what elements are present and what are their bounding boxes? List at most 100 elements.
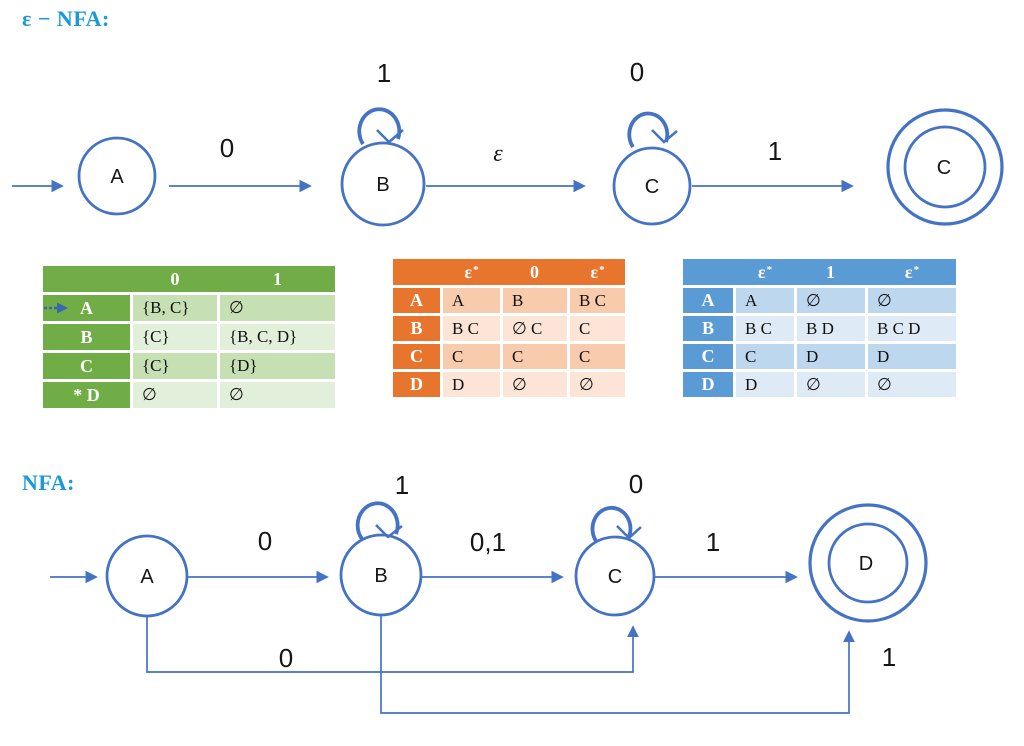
enfa-b-self-loop-arrowhead bbox=[376, 129, 404, 144]
table-cell: A bbox=[736, 288, 794, 313]
table-row: * D ∅ ∅ bbox=[43, 382, 335, 408]
enfa-c-self-loop-arrowhead bbox=[651, 129, 678, 144]
nfa-edge-b-d-label: 1 bbox=[882, 642, 896, 672]
nfa-state-B-label: B bbox=[374, 565, 387, 587]
closure-1-table-header-row: ε* 1 ε* bbox=[683, 259, 956, 285]
nfa-state-A-label: A bbox=[140, 566, 154, 588]
table-row: C C C C bbox=[393, 344, 625, 369]
table-cell: {B, C, D} bbox=[220, 324, 335, 350]
enfa-edge-c-accept-label: 1 bbox=[768, 136, 782, 166]
closure-0-table: ε* 0 ε* A A B B C B B C ∅ C C C C C C D … bbox=[393, 259, 625, 397]
table-cell: ∅ bbox=[570, 372, 625, 397]
table-cell: ∅ bbox=[220, 382, 335, 408]
table-cell: {B, C} bbox=[133, 295, 217, 321]
delta-table-row-header: B bbox=[43, 324, 130, 350]
closure-1-col-header: ε* bbox=[904, 261, 920, 282]
nfa-state-C-circle bbox=[574, 535, 656, 617]
enfa-title: ε − NFA: bbox=[22, 6, 110, 31]
table-cell: {D} bbox=[220, 353, 335, 379]
nfa-edge-a-c-label: 0 bbox=[279, 643, 293, 673]
nfa-c-self-loop-arrowhead bbox=[616, 525, 642, 540]
closure-0-col-header: ε* bbox=[590, 261, 605, 282]
closure-1-row-header: C bbox=[683, 344, 733, 369]
table-row: D D ∅ ∅ bbox=[393, 372, 625, 397]
nfa-accept-state-label: D bbox=[859, 553, 873, 575]
nfa-state-C-label: C bbox=[608, 566, 622, 588]
nfa-b-loop-label: 1 bbox=[395, 470, 409, 500]
enfa-edge-b-c-label: ε bbox=[493, 141, 503, 167]
table-cell: D bbox=[797, 344, 865, 369]
closure-0-corner-cell bbox=[393, 259, 440, 285]
enfa-state-A-circle bbox=[77, 136, 157, 216]
table-cell: ∅ bbox=[503, 372, 567, 397]
table-cell: B D bbox=[797, 316, 865, 341]
closure-1-col-header: ε* bbox=[757, 261, 773, 282]
nfa-b-self-loop bbox=[355, 501, 400, 541]
table-row: C C D D bbox=[683, 344, 956, 369]
nfa-b-self-loop-arrowhead bbox=[375, 524, 403, 539]
table-row: A A ∅ ∅ bbox=[683, 288, 956, 313]
delta-table-row-header: A bbox=[43, 295, 130, 321]
table-cell: B C bbox=[443, 316, 500, 341]
closure-0-row-header: C bbox=[393, 344, 440, 369]
table-cell: ∅ bbox=[220, 295, 335, 321]
table-row: B B C ∅ C C bbox=[393, 316, 625, 341]
table-cell: ∅ bbox=[868, 288, 956, 313]
enfa-state-C-circle bbox=[612, 146, 692, 226]
table-row: C {C} {D} bbox=[43, 353, 335, 379]
table-row: D D ∅ ∅ bbox=[683, 372, 956, 397]
nfa-c-self-loop bbox=[590, 505, 633, 543]
closure-0-col-header: ε* bbox=[464, 261, 479, 282]
delta-table-col-header: 1 bbox=[273, 268, 282, 289]
enfa-edge-a-b-label: 0 bbox=[220, 133, 234, 163]
nfa-edge-a-b-label: 0 bbox=[258, 526, 272, 556]
closure-0-row-header: B bbox=[393, 316, 440, 341]
table-cell: C bbox=[570, 316, 625, 341]
table-cell: A bbox=[443, 288, 500, 313]
table-row: A A B B C bbox=[393, 288, 625, 313]
table-cell: D bbox=[736, 372, 794, 397]
state-name: A bbox=[80, 297, 93, 318]
table-cell: C bbox=[503, 344, 567, 369]
delta-table-row-header: * D bbox=[43, 382, 130, 408]
table-cell: {C} bbox=[133, 324, 217, 350]
table-cell: B bbox=[503, 288, 567, 313]
nfa-c-loop-label: 0 bbox=[629, 469, 643, 499]
table-row: B {C} {B, C, D} bbox=[43, 324, 335, 350]
delta-table: 0 1 A {B, C} ∅ B {C} {B, C, D} C {C} {D} bbox=[43, 266, 335, 408]
closure-0-table-header-row: ε* 0 ε* bbox=[393, 259, 625, 285]
table-row: A {B, C} ∅ bbox=[43, 295, 335, 321]
closure-1-corner-cell bbox=[683, 259, 733, 285]
closure-1-table: ε* 1 ε* A A ∅ ∅ B B C B D B C D C C D D … bbox=[683, 259, 956, 397]
table-cell: {C} bbox=[133, 353, 217, 379]
table-cell: D bbox=[868, 344, 956, 369]
enfa-state-C-label: C bbox=[645, 176, 659, 198]
enfa-accept-state-label: C bbox=[937, 157, 951, 179]
enfa-b-loop-label: 1 bbox=[377, 58, 391, 88]
table-cell: ∅ bbox=[797, 288, 865, 313]
enfa-accept-state-inner-circle bbox=[903, 125, 987, 209]
closure-0-col-header: 0 bbox=[530, 261, 539, 282]
closure-1-row-header: D bbox=[683, 372, 733, 397]
table-cell: C bbox=[443, 344, 500, 369]
closure-1-row-header: B bbox=[683, 316, 733, 341]
nfa-diagram: A 0 B 1 0,1 C 0 1 D 0 1 bbox=[50, 469, 928, 714]
delta-table-corner-cell bbox=[43, 266, 130, 292]
enfa-state-B-label: B bbox=[376, 174, 389, 196]
closure-0-row-header: D bbox=[393, 372, 440, 397]
delta-table-row-header: C bbox=[43, 353, 130, 379]
nfa-title: NFA: bbox=[22, 470, 75, 495]
table-cell: C bbox=[736, 344, 794, 369]
table-cell: ∅ bbox=[133, 382, 217, 408]
table-cell: ∅ bbox=[868, 372, 956, 397]
table-cell: B C bbox=[736, 316, 794, 341]
enfa-state-B-circle bbox=[340, 141, 426, 227]
closure-0-row-header: A bbox=[393, 288, 440, 313]
table-cell: ∅ bbox=[797, 372, 865, 397]
enfa-diagram: A 0 B 1 ε C 0 1 C bbox=[12, 57, 1004, 227]
closure-1-col-header: 1 bbox=[826, 261, 835, 282]
table-cell: B C bbox=[570, 288, 625, 313]
table-cell: D bbox=[443, 372, 500, 397]
delta-table-header-row: 0 1 bbox=[43, 266, 335, 292]
